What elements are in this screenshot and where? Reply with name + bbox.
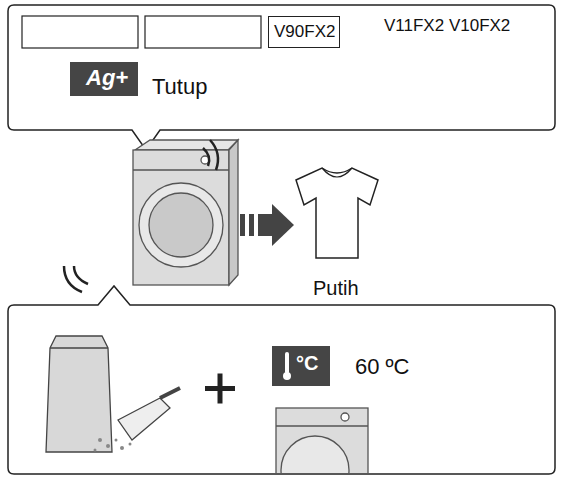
model-box — [145, 16, 261, 48]
temperature-icon — [272, 346, 330, 386]
washing-machine — [133, 140, 238, 285]
model-number: V90FX2 — [274, 23, 335, 42]
node-text: Tutup — [152, 75, 207, 99]
icon-symbol: Ag+ — [86, 66, 128, 90]
striped-arrow — [240, 204, 294, 246]
icon-symbol: °C — [296, 352, 318, 374]
washing-machine-small — [276, 408, 368, 473]
model-number: V11FX2 V10FX2 — [384, 17, 510, 36]
callout-box: Tutup V90FX2 — [8, 5, 555, 131]
vibration-marks — [64, 140, 218, 292]
model-box — [22, 16, 138, 48]
plus-sign — [205, 374, 235, 404]
thermometer — [283, 352, 291, 380]
model-box: V90FX2 — [268, 16, 340, 48]
t-shirt — [296, 168, 378, 258]
ag-icon — [70, 62, 138, 96]
callout-outline — [8, 5, 555, 150]
shirt-collar — [322, 168, 352, 177]
detergent-bag — [46, 336, 180, 452]
callout-box: 60 ºC — [8, 305, 555, 474]
color-label: Putih — [313, 277, 359, 299]
node-text: 60 ºC — [355, 355, 410, 379]
